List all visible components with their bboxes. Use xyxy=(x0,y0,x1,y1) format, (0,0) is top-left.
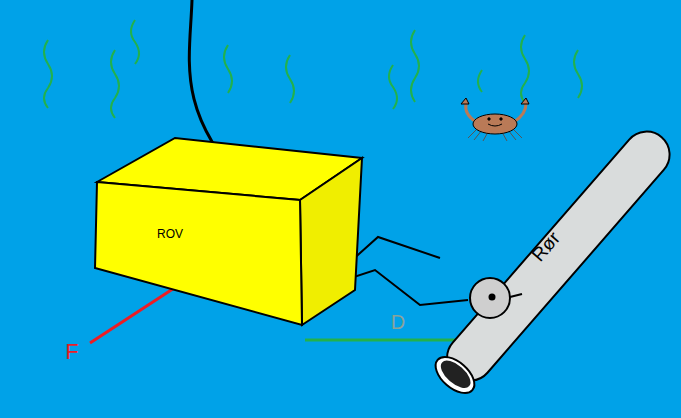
rov-box: ROV xyxy=(90,134,366,330)
crab xyxy=(461,98,529,141)
distance-label: D xyxy=(391,312,405,332)
pipe-outline xyxy=(418,118,681,410)
pipe: Rør xyxy=(418,118,681,410)
force-label: F xyxy=(65,341,78,363)
node-label: ROV xyxy=(157,228,183,240)
rov-box-outline xyxy=(90,134,366,330)
seaweed xyxy=(44,20,582,118)
